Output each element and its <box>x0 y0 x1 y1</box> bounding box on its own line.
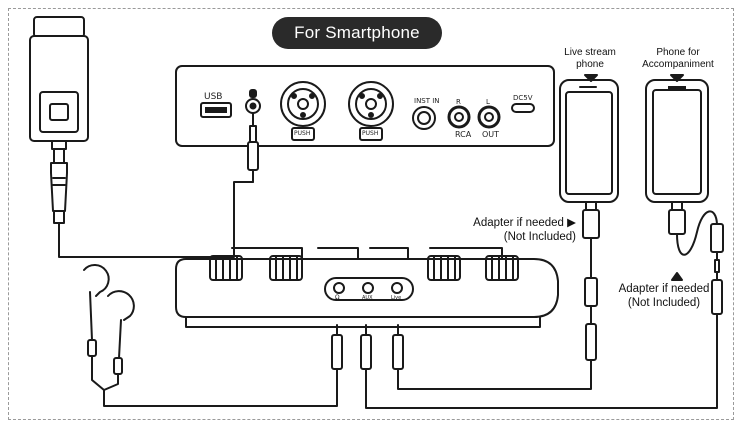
dc5v-label: DC5V <box>513 94 533 102</box>
accompaniment-phone-label: Phone for Accompaniment <box>642 47 714 70</box>
jack2-label: AUX <box>362 295 373 301</box>
microphone <box>29 16 89 224</box>
live-cable <box>397 359 592 390</box>
mic-cable <box>58 181 254 258</box>
bottom-mixer <box>175 247 559 328</box>
live-arrow <box>584 74 598 82</box>
live-stream-phone-label: Live stream phone <box>564 47 616 70</box>
live-adapter <box>582 201 600 307</box>
earphones <box>83 264 135 398</box>
accompaniment-phone <box>645 79 709 203</box>
title-pill: For Smartphone <box>272 17 442 49</box>
l-label: L <box>486 98 490 106</box>
jack3-label: Live <box>391 295 402 301</box>
rca-label: RCA <box>455 130 472 139</box>
accomp-arrow <box>670 74 684 82</box>
accomp-adapter <box>668 201 724 273</box>
earphone-cable <box>103 368 338 407</box>
r-label: R <box>456 98 461 106</box>
adapter-right-label: Adapter if needed (Not Included) <box>618 283 710 309</box>
adapter-left-label: Adapter if needed ▶ (Not Included) <box>473 217 576 243</box>
push-label-1: PUSH <box>294 130 311 137</box>
usb-label: USB <box>204 92 223 102</box>
inst-in-label: INST IN <box>414 97 440 105</box>
accomp-cable <box>365 313 718 409</box>
dashed-frame <box>8 8 734 420</box>
push-label-2: PUSH <box>362 130 379 137</box>
out-label: OUT <box>482 130 500 139</box>
headset-plug <box>247 113 259 183</box>
adapter-arrow <box>671 272 683 281</box>
jack1-label: Ω <box>335 294 340 301</box>
live-stream-phone <box>559 79 619 203</box>
mixer-plugs <box>331 271 723 370</box>
